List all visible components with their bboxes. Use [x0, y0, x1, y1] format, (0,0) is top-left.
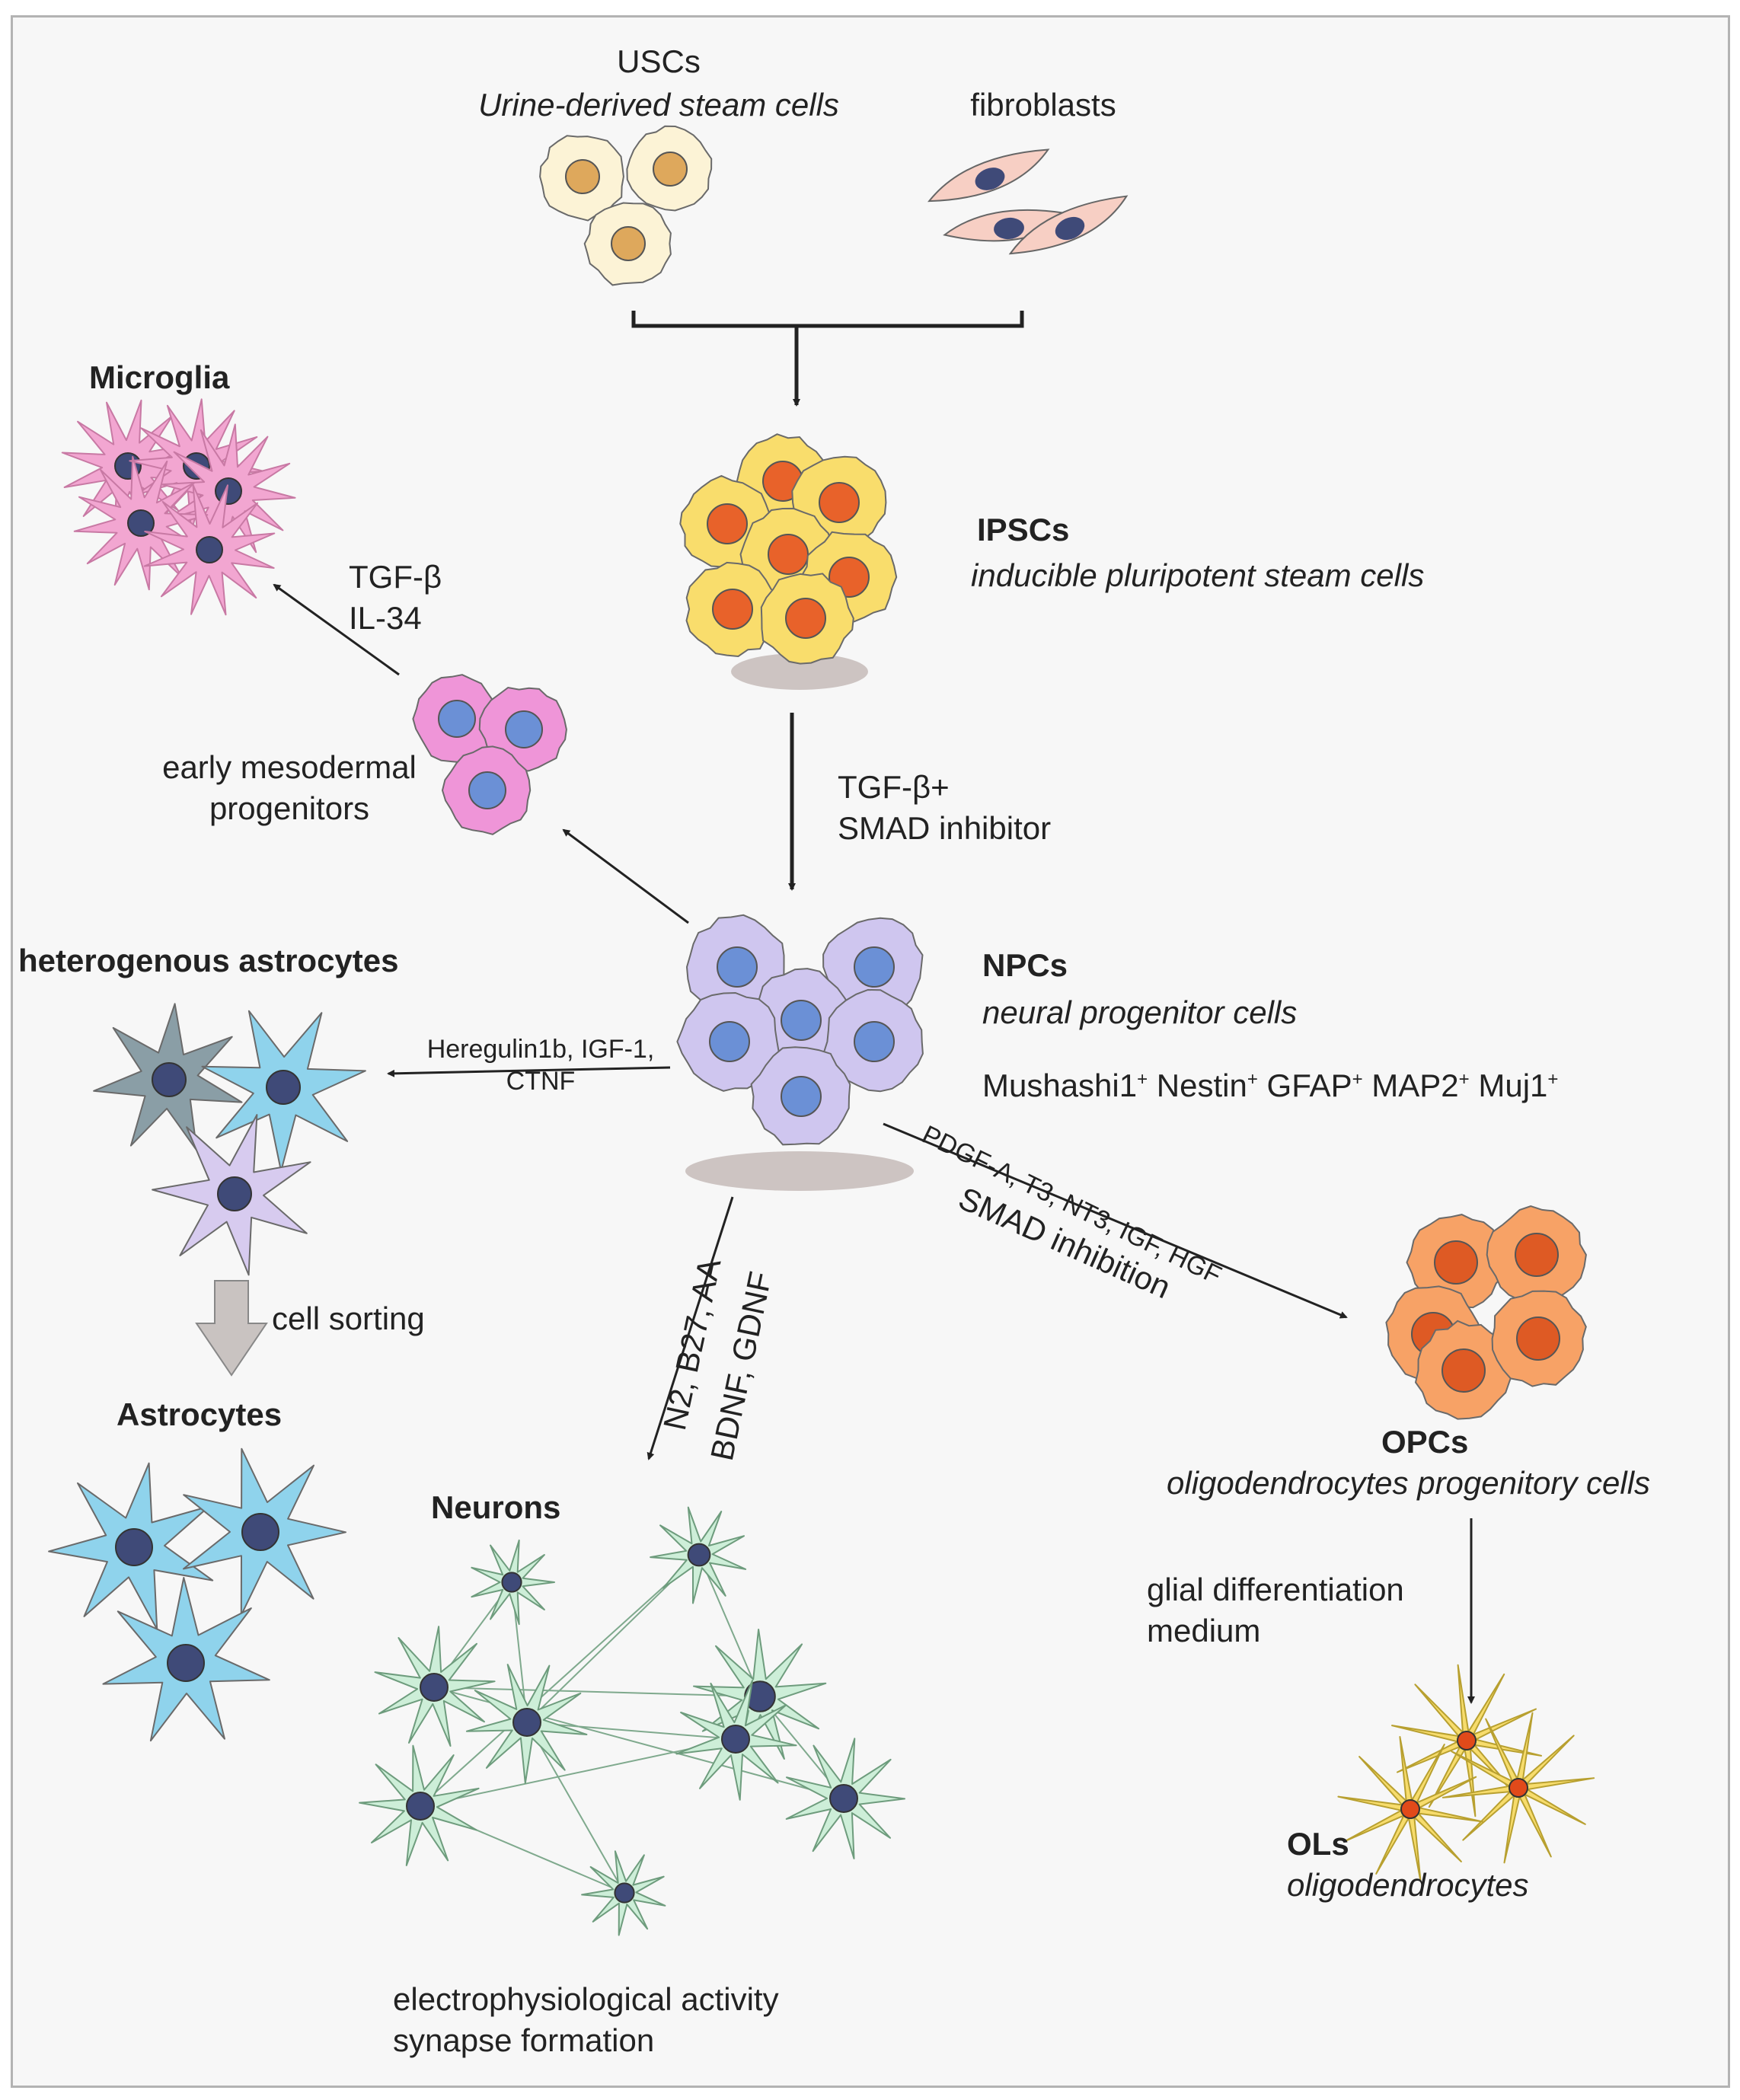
astrocytes-title: Astrocytes: [117, 1396, 283, 1432]
microglia-cell: [143, 484, 276, 616]
mesoderm-label-1: early mesodermal: [162, 749, 417, 785]
microglia-factor-1: TGF-β: [349, 559, 442, 595]
cell-sorting-label: cell sorting: [272, 1301, 425, 1336]
astrocyte-cell: [48, 1462, 214, 1630]
ipsc-dish: [731, 653, 868, 690]
neurite: [433, 1687, 761, 1697]
fibroblast-cell: [927, 148, 1050, 203]
opc-cell: [1486, 1205, 1587, 1304]
cell-sorting-arrow: [195, 1280, 268, 1377]
neurons-caption-1: electrophysiological activity: [393, 1981, 779, 2017]
mesoderm-cell: [441, 745, 532, 835]
astrocyte-cell: [102, 1577, 270, 1742]
neuron-cell: [650, 1506, 747, 1604]
ol-cell: [1441, 1712, 1595, 1864]
opcs-subtitle: oligodendrocytes progenitory cells: [1167, 1465, 1651, 1501]
ol-cell: [1391, 1664, 1542, 1818]
neuron-cell: [581, 1850, 666, 1936]
neuron-cell: [675, 1680, 797, 1801]
ipsc-to-npc-factor-1: TGF-β+: [838, 769, 950, 805]
astrocyte-cell: [183, 1447, 346, 1616]
marker-nestin: Nestin+: [1156, 1068, 1258, 1103]
ipsc-cell: [760, 573, 854, 665]
marker-mushashi1: Mushashi1+: [982, 1068, 1148, 1103]
opc-cell: [1491, 1290, 1587, 1387]
npc-cell: [750, 1046, 851, 1146]
uscs-subtitle: Urine-derived steam cells: [478, 87, 839, 123]
opc-cell: [1414, 1320, 1515, 1420]
fibroblast-cell: [1008, 195, 1129, 255]
merge-bracket: [631, 311, 1024, 328]
ipsc-to-npc-factor-2: SMAD inhibitor: [838, 810, 1052, 846]
neuron-cell: [693, 1629, 827, 1761]
npcs-subtitle: neural progenitor cells: [982, 994, 1298, 1030]
usc-cell: [583, 202, 672, 286]
glial-medium-label-1: glial differentiation: [1147, 1572, 1404, 1607]
ipsc-cell: [685, 561, 781, 658]
marker-gfap: GFAP+: [1266, 1068, 1363, 1103]
neuron-network: [420, 1554, 844, 1894]
neuron-cell: [374, 1626, 496, 1747]
npc-dish: [685, 1151, 914, 1191]
microglia-title: Microglia: [89, 359, 230, 395]
ols-title: OLs: [1287, 1826, 1349, 1862]
arrow-npc-to-astrocytes: [387, 1066, 671, 1077]
ol-cell: [1337, 1736, 1483, 1882]
npc-cell: [676, 991, 781, 1092]
astro-factor-1: Heregulin1b, IGF-1,: [426, 1035, 655, 1064]
npc-cell: [822, 988, 924, 1093]
mesoderm-label-2: progenitors: [209, 790, 370, 826]
neuron-cell: [471, 1539, 555, 1626]
ipscs-subtitle: inducible pluripotent steam cells: [971, 557, 1425, 593]
npc-cell: [822, 917, 924, 1019]
heterogenous-astrocytes-title: heterogenous astrocytes: [18, 943, 399, 978]
npcs-markers: Mushashi1+ Nestin+ GFAP+ MAP2+ Muj1+: [982, 1060, 1558, 1106]
neuron-cell: [785, 1738, 905, 1859]
neurons-caption-2: synapse formation: [393, 2022, 655, 2058]
arrow-npc-to-opcs: [883, 1122, 1348, 1319]
astro-factor-2: CTNF: [506, 1067, 576, 1096]
npc-cell: [685, 914, 785, 1020]
neurite: [420, 1738, 736, 1807]
hetero-astrocyte-grey: [93, 1003, 243, 1152]
marker-map2: MAP2+: [1371, 1068, 1470, 1103]
neurons-title: Neurons: [431, 1489, 561, 1525]
npcs-title: NPCs: [982, 947, 1068, 983]
neuron-cell: [465, 1664, 588, 1784]
arrow-mesoderm-to-microglia: [273, 583, 400, 676]
microglia-cell: [73, 455, 209, 591]
glial-medium-label-2: medium: [1147, 1613, 1261, 1648]
arrow-npc-to-mesoderm: [562, 828, 689, 924]
opc-cell: [1406, 1214, 1506, 1310]
hetero-astrocyte-blue: [201, 1010, 366, 1172]
ipscs-title: IPSCs: [977, 512, 1070, 547]
usc-cell: [626, 125, 713, 212]
hetero-astrocyte-lilac: [152, 1114, 311, 1276]
neurite: [526, 1722, 736, 1740]
neurite: [526, 1722, 625, 1894]
neuron-cell: [359, 1744, 480, 1866]
neurite: [698, 1554, 761, 1697]
opcs-title: OPCs: [1381, 1424, 1469, 1460]
ols-subtitle: oligodendrocytes: [1287, 1867, 1529, 1903]
fibroblasts-title: fibroblasts: [970, 87, 1116, 123]
arrow-npc-to-neurons: [647, 1196, 734, 1460]
marker-muj1: Muj1+: [1478, 1068, 1559, 1103]
microglia-factor-2: IL-34: [349, 600, 422, 636]
uscs-title: USCs: [617, 43, 701, 79]
neurite: [420, 1554, 700, 1807]
